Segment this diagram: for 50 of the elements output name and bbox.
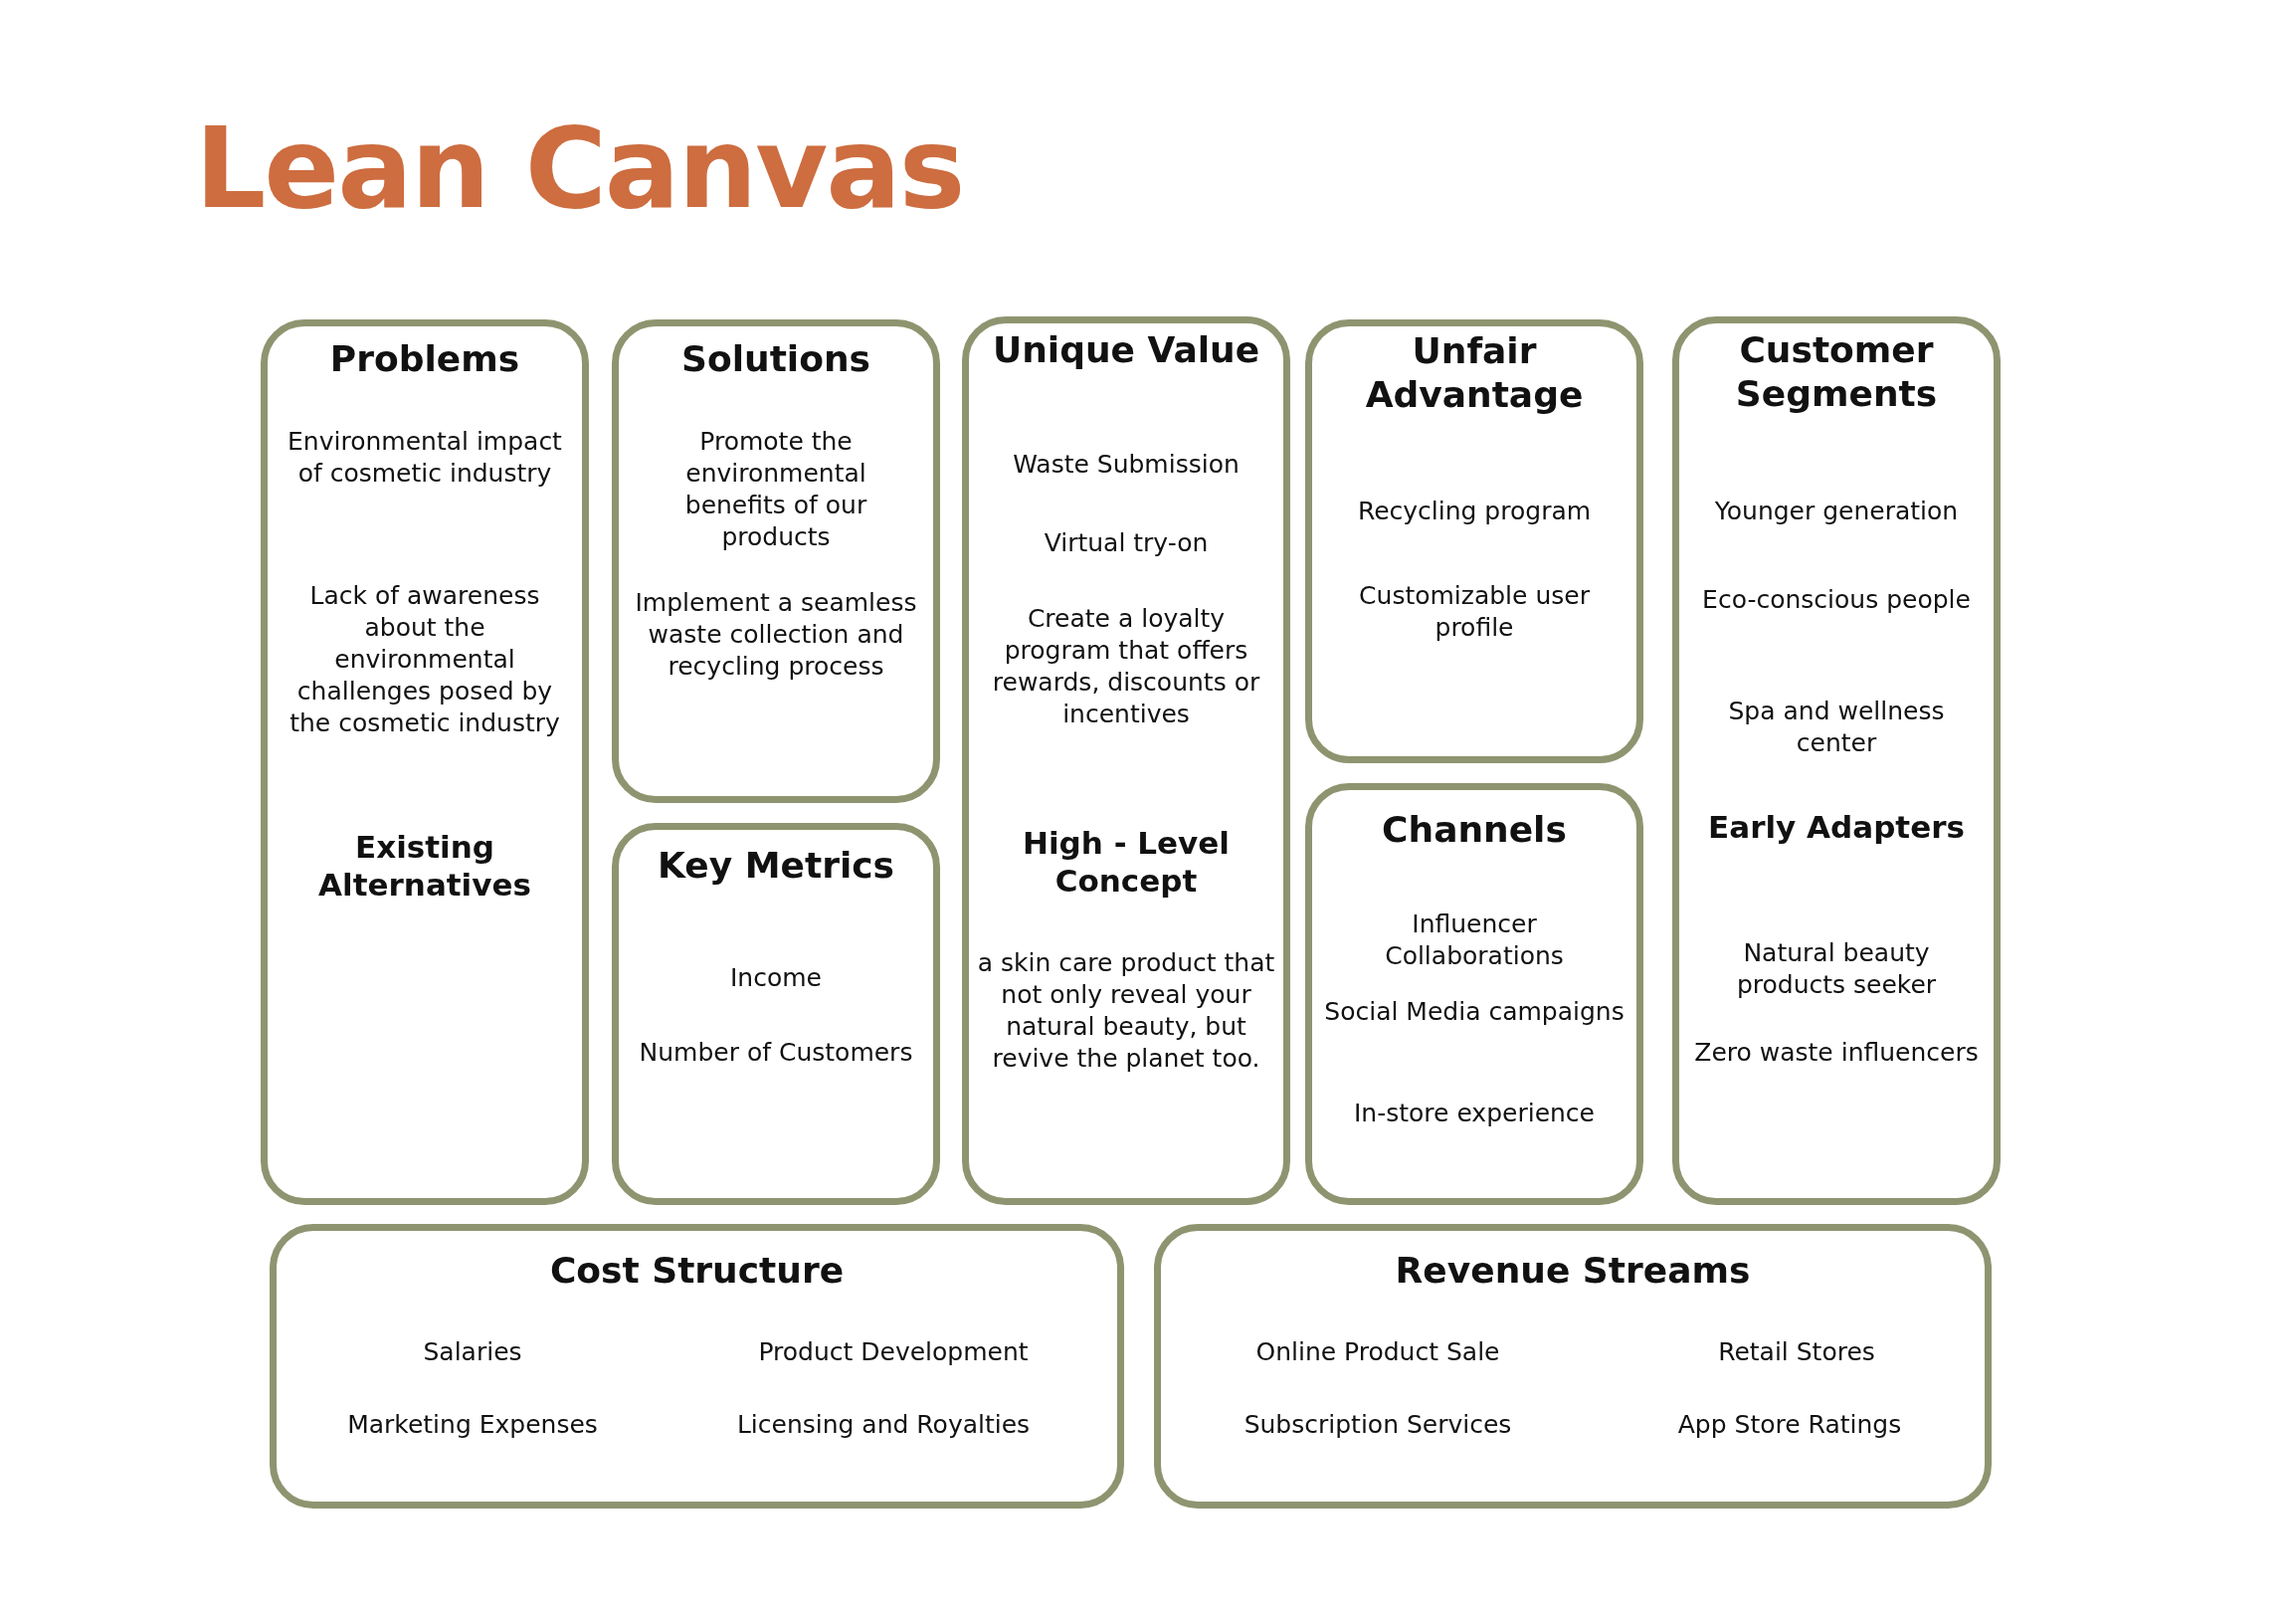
section-item: Waste Submission (1012, 449, 1241, 481)
section-item: Salaries (422, 1336, 523, 1368)
section-heading: Solutions (680, 337, 871, 381)
section-item: Marketing Expenses (346, 1409, 599, 1441)
section-heading: Problems (328, 337, 521, 381)
subsection-heading: High - Level Concept (1022, 824, 1231, 900)
canvas-section-card (1305, 319, 1643, 763)
section-item: Number of Customers (638, 1037, 914, 1069)
section-item: Environmental impact of cosmetic industry (287, 426, 563, 490)
section-item: App Store Ratings (1676, 1409, 1903, 1441)
canvas-section-card (1672, 316, 2001, 1205)
page-title: Lean Canvas (195, 107, 964, 231)
canvas-section-card (612, 823, 940, 1205)
section-item: Zero waste influencers (1693, 1037, 1980, 1069)
section-item: Retail Stores (1717, 1336, 1876, 1368)
section-heading: Customer Segments (1734, 328, 1939, 416)
section-heading: Key Metrics (657, 844, 895, 888)
section-item: Eco-conscious people (1701, 584, 1972, 616)
canvas-section-card (962, 316, 1290, 1205)
canvas-section-card (270, 1224, 1124, 1509)
section-item: Licensing and Royalties (735, 1409, 1032, 1441)
section-item: Virtual try-on (1043, 527, 1210, 559)
section-item: Customizable user profile (1358, 580, 1591, 644)
canvas-section-card (261, 319, 589, 1205)
section-item: In-store experience (1353, 1098, 1596, 1129)
section-item: Product Development (757, 1336, 1030, 1368)
section-heading: Revenue Streams (1394, 1249, 1752, 1293)
subsection-heading: Early Adapters (1707, 808, 1966, 846)
section-item: Create a loyalty program that offers rewards, discounts or incentives (991, 603, 1261, 730)
section-item: Lack of awareness about the environmental challenges posed by the cosmetic industry (288, 580, 561, 739)
section-heading: Channels (1381, 808, 1568, 852)
canvas-section-card (612, 319, 940, 803)
section-item: Natural beauty products seeker (1735, 937, 1938, 1001)
section-heading: Cost Structure (548, 1249, 846, 1293)
section-item: Promote the environmental benefits of our products (683, 426, 868, 553)
canvas-section-card (1305, 783, 1643, 1205)
section-heading: Unfair Advantage (1364, 329, 1585, 417)
canvas-section-card (1154, 1224, 1992, 1509)
section-item: Income (729, 962, 823, 994)
section-item: Spa and wellness center (1727, 696, 1946, 759)
section-heading: Unique Value (991, 328, 1261, 372)
section-item: Implement a seamless waste collection and recycling process (634, 587, 918, 683)
section-item: Social Media campaigns (1323, 996, 1626, 1028)
section-item: a skin care product that not only reveal your natural beauty, but revive the planet too. (977, 947, 1275, 1075)
section-item: Subscription Services (1243, 1409, 1513, 1441)
section-item: Recycling program (1356, 496, 1593, 527)
section-item: Online Product Sale (1254, 1336, 1501, 1368)
subsection-heading: Existing Alternatives (317, 828, 532, 904)
section-item: Younger generation (1713, 496, 1960, 527)
section-item: Influencer Collaborations (1384, 908, 1565, 972)
